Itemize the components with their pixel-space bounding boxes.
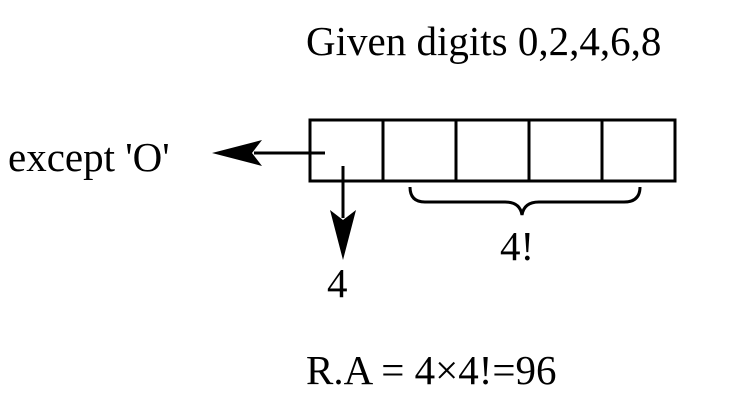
exclusion-label: except 'O' — [8, 134, 170, 180]
remaining-boxes-count: 4! — [500, 223, 534, 269]
exclusion-arrow — [212, 140, 325, 166]
digit-box-3 — [454, 118, 531, 183]
digit-box-5 — [600, 118, 677, 183]
diagram-title: Given digits 0,2,4,6,8 — [306, 18, 661, 64]
result-equation: R.A = 4×4!=96 — [306, 347, 556, 393]
digit-boxes — [308, 118, 677, 183]
remaining-boxes-brace — [408, 186, 642, 216]
first-box-choice-arrow — [330, 166, 356, 260]
first-box-choice-count: 4 — [327, 260, 348, 306]
digit-box-4 — [527, 118, 604, 183]
digit-box-1 — [308, 118, 385, 183]
digit-box-2 — [381, 118, 458, 183]
